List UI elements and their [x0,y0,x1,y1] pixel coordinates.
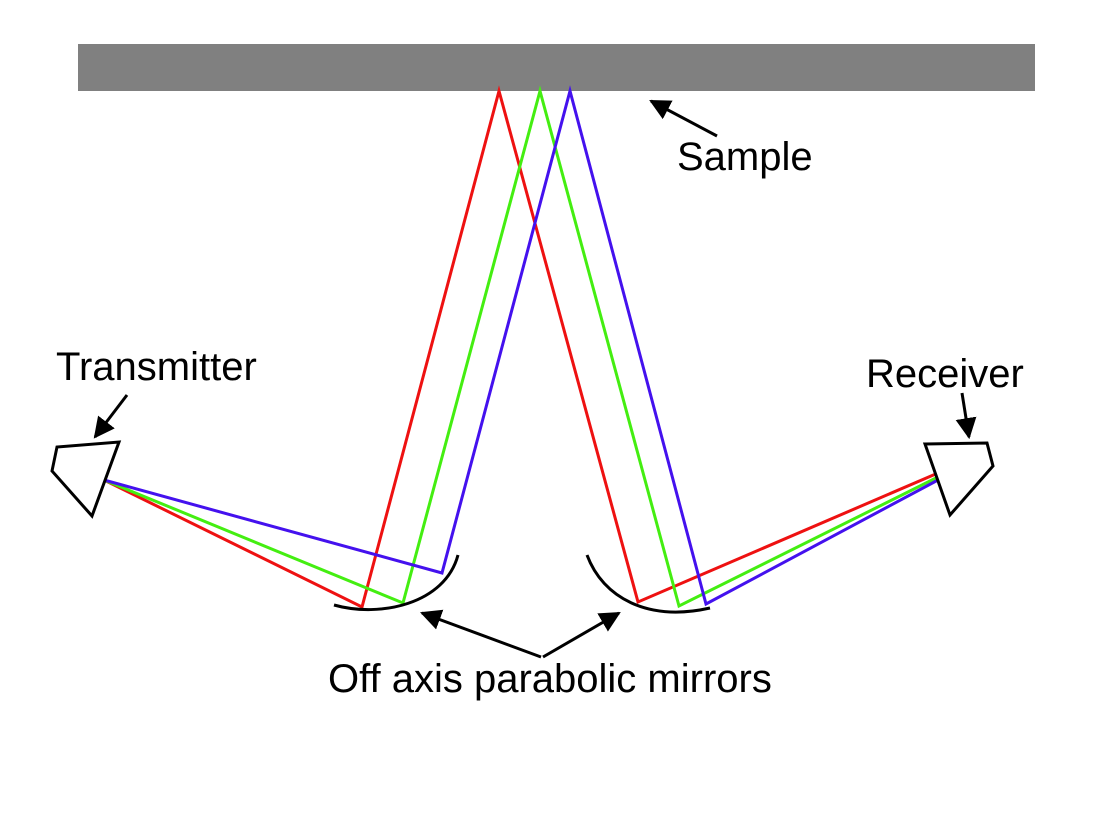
transmitter-horn [50,440,122,519]
left-mirror-pointer-arrow [420,609,542,659]
beam-red [103,85,939,610]
transmitter-label: Transmitter [56,345,257,389]
sample-slab [78,44,1035,91]
right-mirror-pointer-arrow [542,611,621,659]
sample-label: Sample [677,135,813,179]
receiver-pointer-arrow [955,392,977,440]
right-parabolic-mirror [585,554,711,614]
beam-green [103,85,939,609]
receiver-horn [922,441,995,518]
receiver-label: Receiver [866,352,1024,396]
transmitter-pointer-arrow [93,394,129,439]
sample-pointer-arrow [649,99,718,138]
mirrors-label: Off axis parabolic mirrors [328,657,772,701]
left-parabolic-mirror [333,554,460,612]
beam-blue [103,85,939,607]
